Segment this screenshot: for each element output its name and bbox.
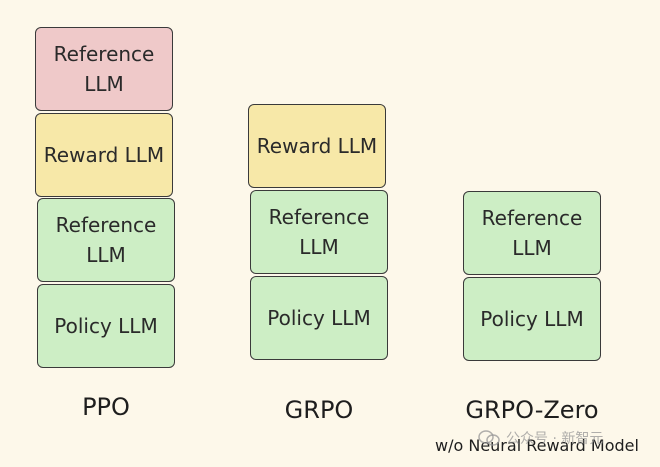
grpo-reward-llm: Reward LLM xyxy=(248,104,386,188)
wechat-logo-icon xyxy=(478,430,500,446)
ppo-reference-llm-top: Reference LLM xyxy=(35,27,173,111)
ppo-reference-llm: Reference LLM xyxy=(37,198,175,282)
grpo-zero-caption: GRPO-Zero xyxy=(465,396,599,424)
grpo-reference-llm: Reference LLM xyxy=(250,190,388,274)
ppo-caption: PPO xyxy=(82,393,130,421)
watermark-text: 公众号 · 新智元 xyxy=(506,431,604,447)
grpo-zero-policy-llm: Policy LLM xyxy=(463,277,601,361)
watermark: 公众号 · 新智元 xyxy=(478,428,603,448)
ppo-reward-llm: Reward LLM xyxy=(35,113,173,197)
grpo-caption: GRPO xyxy=(284,396,354,424)
ppo-policy-llm: Policy LLM xyxy=(37,284,175,368)
grpo-zero-subcaption: w/o Neural Reward Model xyxy=(435,436,639,455)
grpo-zero-reference-llm: Reference LLM xyxy=(463,191,601,275)
grpo-policy-llm: Policy LLM xyxy=(250,276,388,360)
